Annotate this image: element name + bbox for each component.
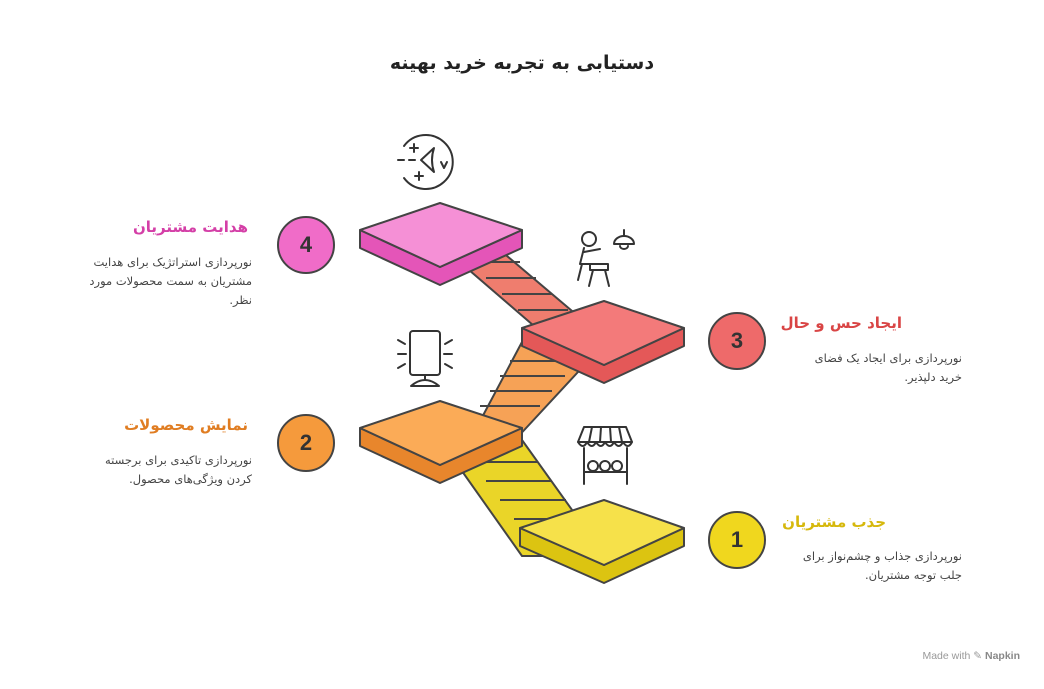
platform-2 bbox=[359, 400, 523, 484]
step-number-4: 4 bbox=[277, 216, 335, 274]
brand-name: Napkin bbox=[984, 650, 1020, 662]
platform-3 bbox=[521, 300, 685, 384]
step-heading-4: هدایت مشتریان bbox=[132, 218, 248, 236]
step-number-3: 3 bbox=[708, 312, 766, 370]
step-description-4: نورپردازی استراتژیک برای هدایت مشتریان ب… bbox=[89, 255, 252, 307]
step-description-1: نورپردازی جذاب و چشم‌نواز برای جلب توجه … bbox=[802, 549, 962, 582]
step-number-2: 2 bbox=[277, 414, 335, 472]
display-mirror-icon bbox=[397, 330, 453, 387]
platform-4 bbox=[359, 202, 523, 286]
platform-1 bbox=[519, 499, 685, 584]
step-description-2: نورپردازی تاکیدی برای برجسته کردن ویژگی‌… bbox=[104, 453, 252, 486]
market-stall-icon bbox=[577, 426, 633, 485]
sparkle-navigation-icon bbox=[397, 134, 454, 190]
step-heading-3: ایجاد حس و حال bbox=[780, 314, 902, 332]
brand-prefix: Made with bbox=[922, 650, 971, 662]
step-description-3: نورپردازی برای ایجاد یک فضای خرید دلپذیر… bbox=[814, 351, 962, 384]
step-heading-2: نمایش محصولات bbox=[124, 416, 248, 434]
step-number-1: 1 bbox=[708, 511, 766, 569]
napkin-logo-icon: ✎ bbox=[973, 650, 983, 662]
person-under-lamp-icon bbox=[577, 229, 635, 287]
diagram-title: دستیابی به تجربه خرید بهینه bbox=[389, 52, 655, 74]
napkin-watermark[interactable]: Made with ✎ Napkin bbox=[922, 650, 1020, 662]
step-heading-1: جذب مشتریان bbox=[782, 513, 886, 531]
